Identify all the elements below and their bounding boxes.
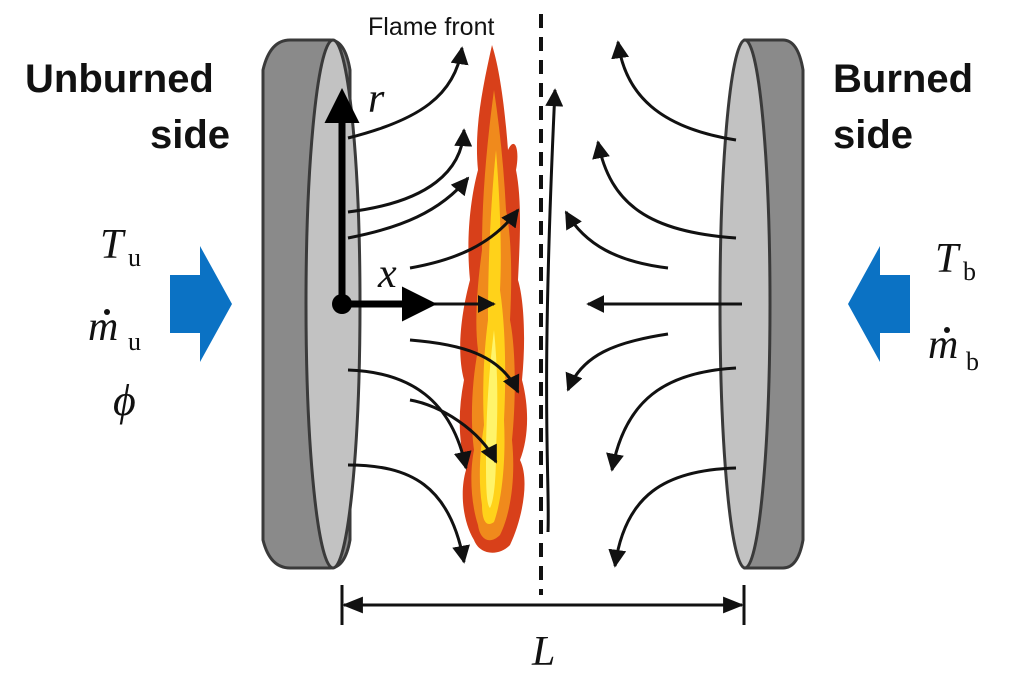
burned-massflow-symbol: m (928, 322, 958, 368)
burned-temperature-subscript: b (963, 257, 976, 286)
axis-r-label: r (368, 76, 385, 122)
coordinate-axes: r x (324, 76, 437, 322)
burned-side-label-line2: side (833, 113, 913, 157)
burned-temperature-symbol: T (935, 236, 961, 282)
unburned-massflow-subscript: u (128, 327, 141, 356)
unburned-temperature-subscript: u (128, 243, 141, 272)
equivalence-ratio-symbol: ϕ (113, 376, 136, 425)
burned-massflow-subscript: b (966, 347, 979, 376)
burned-inputs: T b m b (928, 236, 979, 376)
unburned-side-label-line1: Unburned (25, 57, 214, 101)
burned-side-label-line1: Burned (833, 57, 973, 101)
flame (459, 45, 528, 553)
right-arrow-icon (170, 246, 232, 362)
left-plate (261, 38, 362, 570)
unburned-temperature-symbol: T (100, 222, 126, 268)
length-dimension: L (340, 585, 746, 675)
unburned-inputs: T u m u ϕ (88, 222, 141, 425)
axis-x-label: x (377, 251, 397, 297)
left-arrow-icon (848, 246, 910, 362)
flame-front-label: Flame front (368, 13, 494, 41)
unburned-massflow-symbol: m (88, 304, 118, 350)
right-streamlines (545, 40, 737, 568)
burned-massflow-dot (944, 327, 950, 333)
unburned-massflow-dot (104, 309, 110, 315)
origin-dot (332, 294, 352, 314)
unburned-side-label-line2: side (150, 113, 230, 157)
left-streamlines (347, 46, 520, 564)
length-label: L (531, 629, 555, 675)
